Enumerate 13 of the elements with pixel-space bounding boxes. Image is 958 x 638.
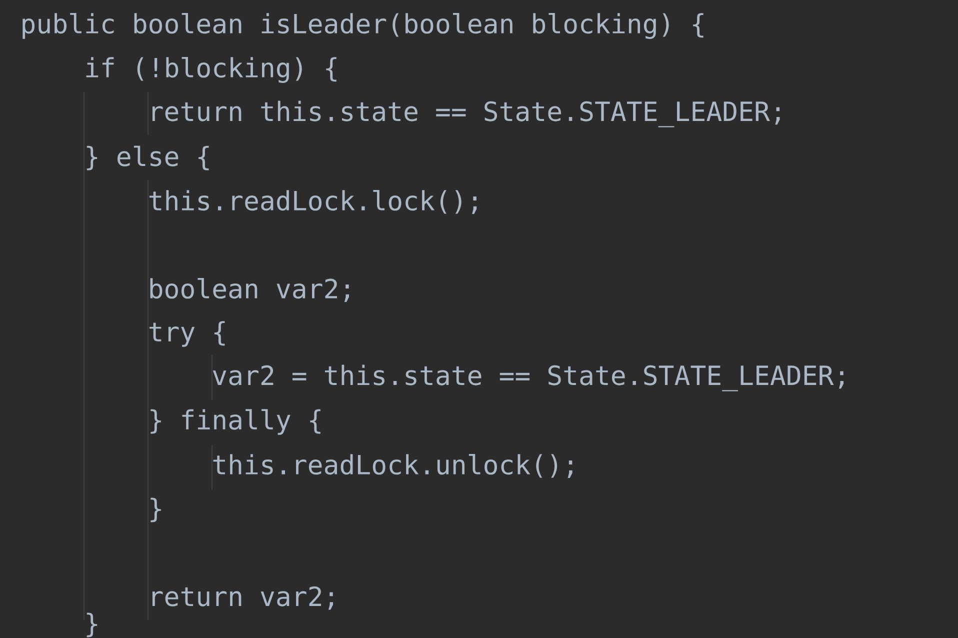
code-line: return this.state == State.STATE_LEADER; bbox=[152, 100, 780, 128]
code-line: try { bbox=[150, 321, 225, 347]
code-line: boolean var2; bbox=[150, 278, 349, 302]
code-line: } else { bbox=[86, 146, 209, 170]
code-line: var2 = this.state == State.STATE_LEADER; bbox=[212, 364, 844, 392]
code-line: } bbox=[150, 498, 161, 522]
code-line: return var2; bbox=[152, 586, 334, 610]
code-line: } finally { bbox=[150, 409, 320, 435]
code-line: } bbox=[86, 612, 98, 638]
code-line: if (!blocking) { bbox=[86, 57, 336, 83]
code-line: this.readLock.unlock(); bbox=[213, 454, 572, 478]
code-line: this.readLock.lock(); bbox=[150, 190, 477, 214]
code-line: public boolean isLeader(boolean blocking) { bbox=[22, 13, 704, 39]
